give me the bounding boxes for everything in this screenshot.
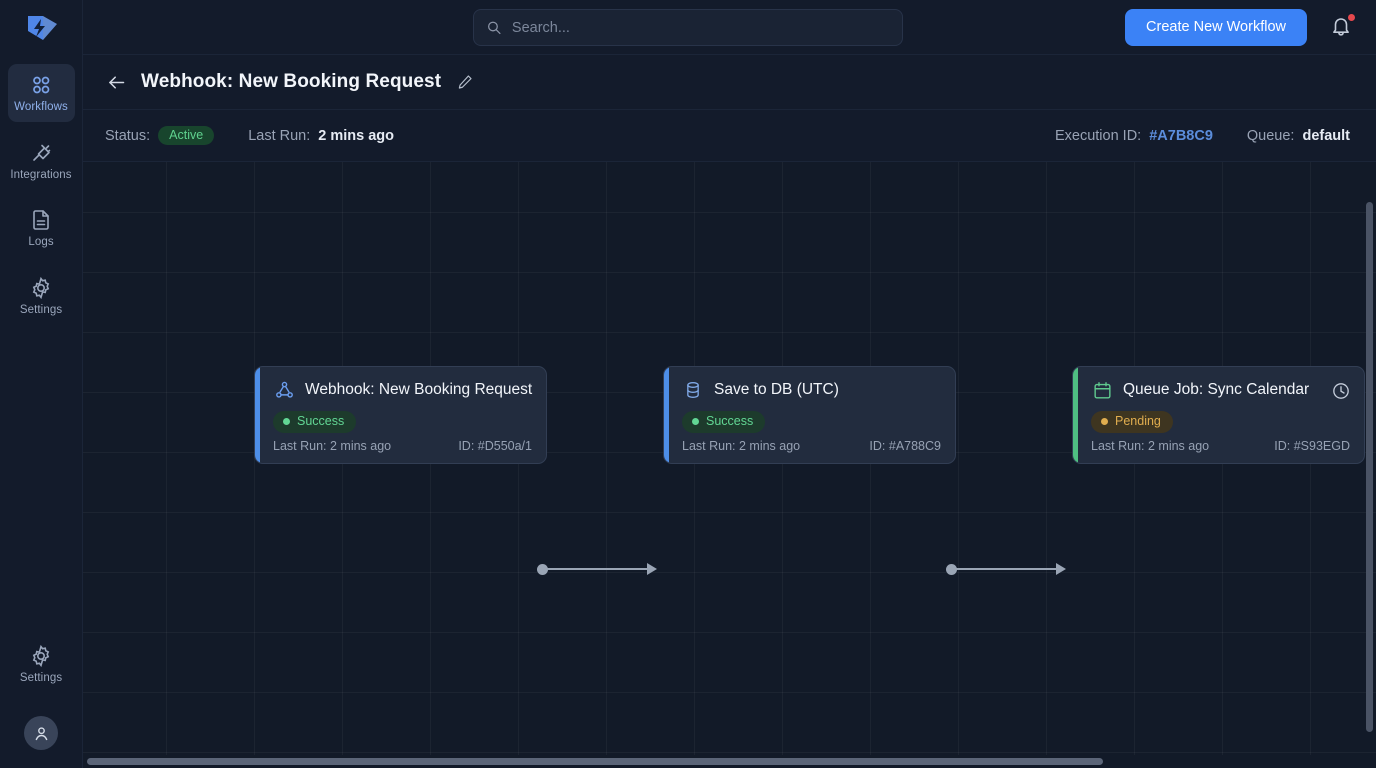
sidebar-item-integrations[interactable]: Integrations [8, 132, 75, 190]
status-label: Status: [105, 128, 150, 144]
plug-integrations-icon [29, 141, 53, 165]
connector-line [955, 568, 1060, 570]
connector-arrow-icon [647, 563, 657, 575]
node-status-badge: Pending [1091, 411, 1173, 433]
sidebar-item-label: Workflows [14, 102, 68, 114]
status-bar-right: Execution ID: #A7B8C9 Queue: default [1055, 128, 1350, 144]
search-box[interactable] [473, 9, 903, 46]
lightning-bolt-logo-icon [24, 13, 58, 43]
back-button[interactable] [105, 71, 127, 93]
search-input[interactable] [512, 20, 890, 36]
horizontal-scrollbar[interactable] [87, 758, 1103, 765]
sidebar: Workflows Integrations Logs [0, 0, 83, 768]
create-new-workflow-button[interactable]: Create New Workflow [1125, 9, 1307, 46]
status-group: Status: Active [105, 126, 214, 146]
sidebar-item-label: Integrations [10, 170, 71, 182]
connector-line [546, 568, 651, 570]
sidebar-item-settings[interactable]: Settings [8, 267, 75, 325]
node-status-label: Success [706, 415, 753, 428]
sidebar-nav: Workflows Integrations Logs [0, 55, 82, 334]
execution-id-group: Execution ID: #A7B8C9 [1055, 128, 1213, 144]
canvas-grid [83, 162, 1376, 768]
workflow-node[interactable]: Queue Job: Sync Calendar Pending Last Ru… [1072, 366, 1365, 464]
app-logo[interactable] [0, 0, 82, 55]
node-title: Queue Job: Sync Calendar [1123, 381, 1309, 399]
node-id: ID: #S93EGD [1274, 439, 1350, 453]
status-badge: Active [158, 126, 214, 146]
search-icon [486, 19, 502, 36]
gear-settings-icon [29, 644, 53, 668]
webhook-share-icon [273, 379, 295, 401]
user-avatar-icon [32, 724, 51, 743]
workflow-status-bar: Status: Active Last Run: 2 mins ago Exec… [83, 110, 1376, 162]
last-run-label: Last Run: [248, 128, 310, 144]
node-footer: Last Run: 2 mins ago ID: #A788C9 [682, 439, 941, 453]
workflow-title-bar: Webhook: New Booking Request [83, 55, 1376, 110]
notification-unread-dot [1347, 13, 1356, 22]
avatar[interactable] [24, 716, 58, 750]
node-footer: Last Run: 2 mins ago ID: #D550a/1 [273, 439, 532, 453]
last-run-value: 2 mins ago [318, 128, 394, 144]
vertical-scrollbar[interactable] [1366, 202, 1373, 732]
node-status-label: Pending [1115, 415, 1161, 428]
gear-settings-icon [29, 276, 53, 300]
page-title: Webhook: New Booking Request [141, 71, 441, 93]
status-dot [1101, 418, 1108, 425]
top-bar-right: Create New Workflow [1125, 9, 1355, 46]
sidebar-item-label: Logs [28, 237, 53, 249]
notifications-button[interactable] [1329, 14, 1355, 40]
sidebar-item-workflows[interactable]: Workflows [8, 64, 75, 122]
status-dot [283, 418, 290, 425]
node-id: ID: #D550a/1 [458, 439, 532, 453]
queue-group: Queue: default [1247, 128, 1350, 144]
node-title: Save to DB (UTC) [714, 381, 839, 399]
node-last-run: Last Run: 2 mins ago [1091, 439, 1209, 453]
pencil-edit-icon [456, 73, 474, 91]
sidebar-item-settings-bottom[interactable]: Settings [8, 635, 75, 693]
status-dot [692, 418, 699, 425]
node-id: ID: #A788C9 [869, 439, 941, 453]
workflow-node[interactable]: Save to DB (UTC) Success Last Run: 2 min… [663, 366, 956, 464]
execution-id-label: Execution ID: [1055, 128, 1141, 144]
calendar-icon [1091, 379, 1113, 401]
node-last-run: Last Run: 2 mins ago [682, 439, 800, 453]
edit-title-button[interactable] [455, 73, 474, 92]
node-status-badge: Success [682, 411, 765, 433]
sidebar-item-logs[interactable]: Logs [8, 199, 75, 257]
queue-value: default [1302, 128, 1350, 144]
node-footer: Last Run: 2 mins ago ID: #S93EGD [1091, 439, 1350, 453]
node-status-badge: Success [273, 411, 356, 433]
top-bar: Create New Workflow [83, 0, 1376, 55]
arrow-left-icon [106, 72, 127, 93]
execution-id-value[interactable]: #A7B8C9 [1149, 128, 1213, 144]
sidebar-item-label: Settings [20, 673, 62, 685]
document-logs-icon [29, 208, 53, 232]
sidebar-bottom: Settings [0, 635, 82, 751]
database-icon [682, 379, 704, 401]
last-run-group: Last Run: 2 mins ago [248, 128, 394, 144]
node-title: Webhook: New Booking Request [305, 381, 532, 399]
workflow-node[interactable]: Webhook: New Booking Request Success Las… [254, 366, 547, 464]
main-area: Create New Workflow Webhook: New Booking… [83, 0, 1376, 768]
grid-workflows-icon [29, 73, 53, 97]
clock-icon [1330, 380, 1351, 401]
connector-arrow-icon [1056, 563, 1066, 575]
sidebar-item-label: Settings [20, 305, 62, 317]
node-last-run: Last Run: 2 mins ago [273, 439, 391, 453]
queue-label: Queue: [1247, 128, 1295, 144]
workflow-canvas[interactable]: Webhook: New Booking Request Success Las… [83, 162, 1376, 768]
node-status-label: Success [297, 415, 344, 428]
